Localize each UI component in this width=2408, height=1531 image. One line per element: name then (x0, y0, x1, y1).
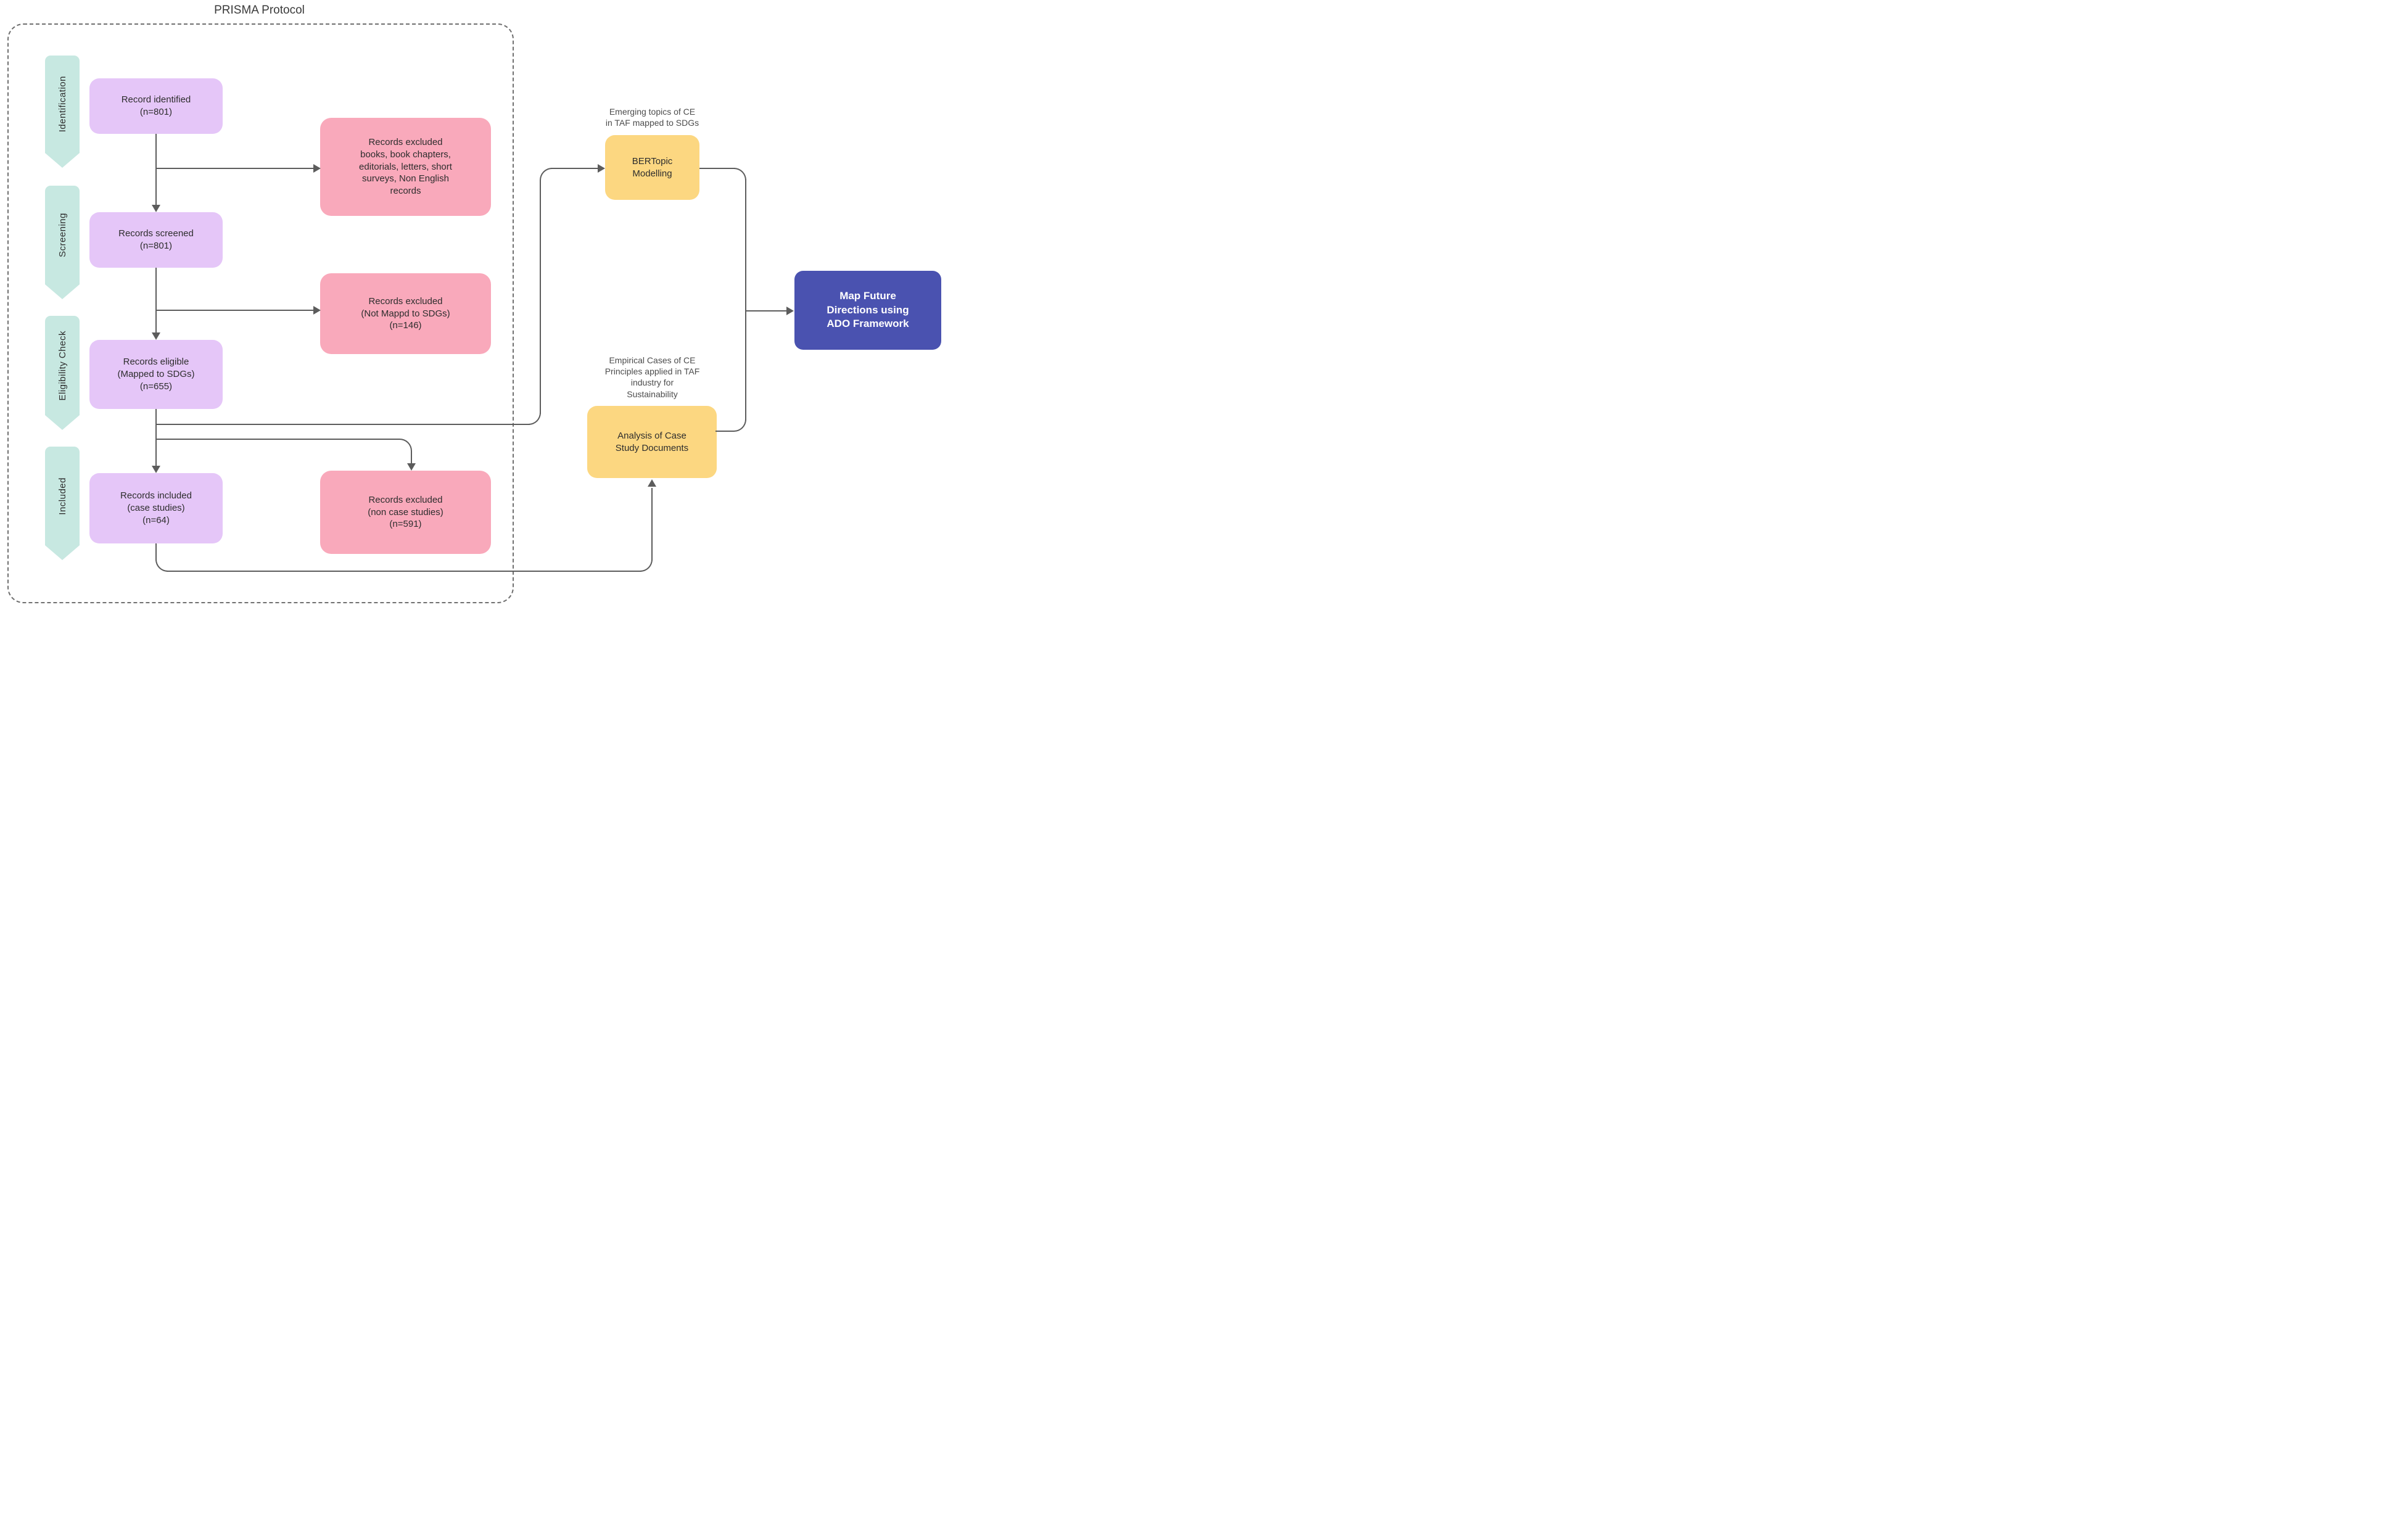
connector-curve (640, 559, 653, 572)
prisma-flow-diagram: PRISMA Protocol Identification Screening… (0, 0, 957, 609)
stage-label-text: Identification (57, 76, 68, 133)
connector-curve (733, 419, 746, 432)
arrowhead (313, 306, 321, 315)
stage-label-included: Included (45, 447, 80, 560)
arrowhead (407, 463, 416, 471)
stage-arrow-tip (45, 415, 80, 430)
arrowhead (152, 466, 160, 473)
arrowhead (313, 164, 321, 173)
caption-emerging-topics: Emerging topics of CE in TAF mapped to S… (605, 107, 699, 128)
box-excluded-doc-types: Records excluded books, book chapters, e… (320, 118, 491, 216)
box-analysis-case-study: Analysis of Case Study Documents (587, 406, 717, 478)
prisma-protocol-border (7, 23, 514, 603)
connector-merge-vertical (745, 179, 746, 421)
connector-curve (529, 413, 541, 425)
connector-up-to-analysis (651, 488, 653, 561)
stage-arrow-tip (45, 545, 80, 560)
box-excluded-non-case-studies: Records excluded (non case studies) (n=5… (320, 471, 491, 554)
stage-label-text: Included (57, 477, 68, 515)
arrowhead (598, 164, 605, 173)
connector-into-bertopic (551, 168, 598, 169)
connector-included-stub (155, 543, 157, 561)
stage-label-identification: Identification (45, 56, 80, 168)
diagram-title: PRISMA Protocol (214, 4, 305, 17)
stage-label-text: Eligibility Check (57, 330, 68, 401)
stage-arrow-tip (45, 284, 80, 299)
connector-to-excluded-doc-types (156, 168, 313, 169)
arrowhead (152, 205, 160, 212)
connector-bertopic-out (699, 168, 735, 169)
box-bertopic-modelling: BERTopic Modelling (605, 135, 699, 200)
connector-to-excluded-not-mapped (156, 310, 313, 311)
connector-eligible-to-bertopic-vertical (540, 180, 541, 414)
connector-included-to-analysis-horizontal (167, 571, 641, 572)
connector-down-to-excluded (411, 451, 412, 464)
caption-empirical-cases: Empirical Cases of CE Principles applied… (604, 355, 700, 399)
stage-label-eligibility-check: Eligibility Check (45, 316, 80, 430)
connector-to-excluded-non-case (156, 439, 400, 440)
stage-label-screening: Screening (45, 186, 80, 299)
stage-arrow-tip (45, 153, 80, 168)
arrowhead (648, 479, 656, 487)
box-map-future-directions: Map Future Directions using ADO Framewor… (794, 271, 941, 350)
box-records-eligible: Records eligible (Mapped to SDGs) (n=655… (89, 340, 223, 409)
connector-merge-to-outcome (746, 310, 787, 312)
box-records-included: Records included (case studies) (n=64) (89, 473, 223, 543)
box-excluded-not-mapped: Records excluded (Not Mappd to SDGs) (n=… (320, 273, 491, 354)
connector-eligible-to-included (155, 409, 157, 467)
arrowhead (786, 307, 794, 315)
box-records-identified: Record identified (n=801) (89, 78, 223, 134)
connector-eligible-to-bertopic-horizontal (156, 424, 530, 425)
box-records-screened: Records screened (n=801) (89, 212, 223, 268)
connector-curve (540, 168, 552, 180)
connector-curve (734, 168, 746, 180)
stage-label-text: Screening (57, 212, 68, 258)
arrowhead (152, 332, 160, 340)
connector-analysis-out (715, 431, 734, 432)
connector-identified-to-screened (155, 134, 157, 207)
connector-screened-to-eligible (155, 268, 157, 334)
